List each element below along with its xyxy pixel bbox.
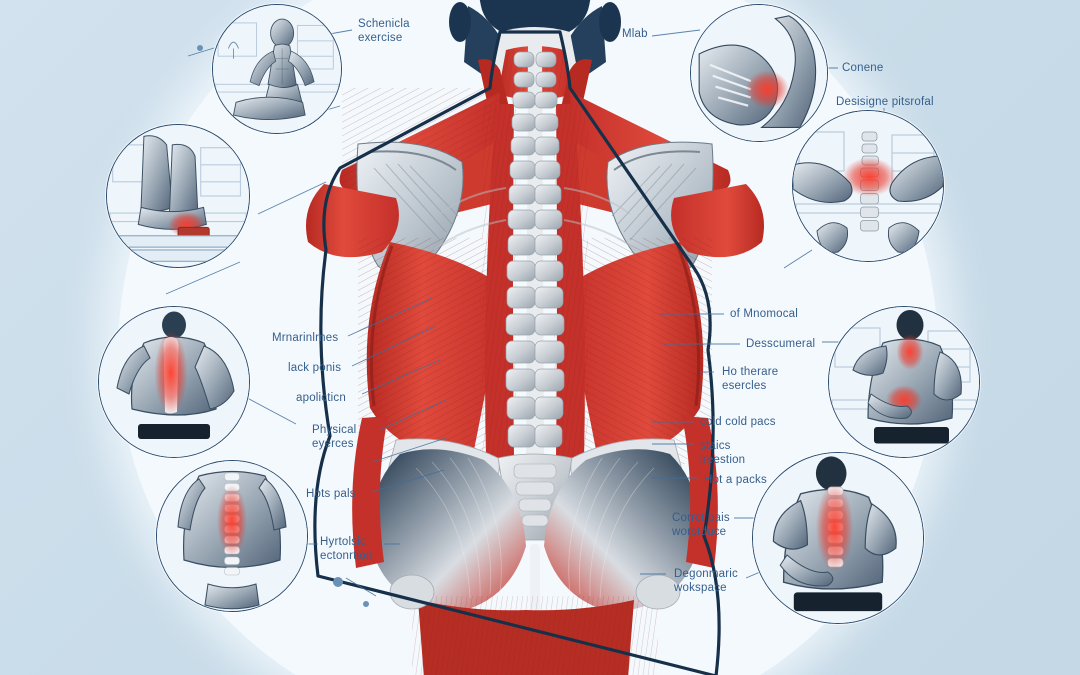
inset-leg-on-block-pain xyxy=(106,124,250,268)
label-descumeral: Desscumeral xyxy=(746,338,816,350)
label-hot-pads: Hots pals xyxy=(306,488,356,500)
label-therapy-exercises: Ho therare esercles xyxy=(722,366,779,392)
label-scapular-exercise: Schenicla exercise xyxy=(358,18,410,44)
label-decompression: Desisigne pitsrofal xyxy=(836,96,934,108)
inset-hand-wrist-pain xyxy=(690,4,828,142)
inset-seated-stretch-figure xyxy=(212,4,342,134)
label-hot-packs: Hot a packs xyxy=(704,474,767,486)
label-cold-packs: cold cold pacs xyxy=(700,416,776,428)
inset-back-pain-male-lower xyxy=(156,460,308,612)
anatomical-back-figure xyxy=(300,0,770,675)
inset-spine-manipulation xyxy=(792,110,944,262)
label-application: apolicticn xyxy=(296,392,346,404)
inset-neck-and-lowback-pain xyxy=(828,306,980,458)
inset-back-pain-male-upper xyxy=(98,306,250,458)
label-of-anatomical: of Mnomocal xyxy=(730,308,799,320)
label-corrective: Conene xyxy=(842,62,884,74)
label-muscle-injuries: Mrnarinlrnes xyxy=(272,332,339,344)
label-physical-exercises: Physical eyerces xyxy=(312,424,357,450)
label-hydraulic-extension: Hyrtolsic ectonrtion xyxy=(320,536,373,562)
label-lack-points: lack ponis xyxy=(288,362,342,374)
label-ergonomic-workspace: Degonmaric wokspace xyxy=(674,568,738,594)
label-static-traction: staics ireestion xyxy=(700,440,746,466)
label-mid-back: Mlab xyxy=(622,28,648,40)
inset-lowback-hold-pain xyxy=(752,452,924,624)
label-correct-posture: Corrct pais worstduce xyxy=(672,512,730,538)
